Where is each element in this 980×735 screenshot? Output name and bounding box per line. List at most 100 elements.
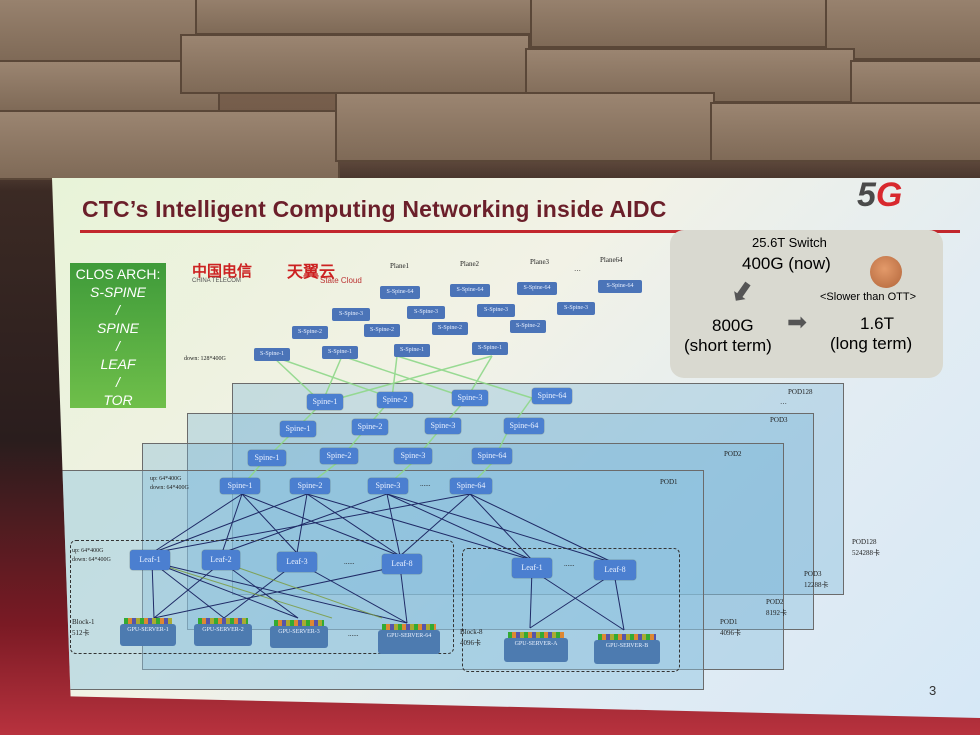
- clos-label: CLOS ARCH:: [75, 266, 161, 282]
- block-count: 4096卡: [460, 639, 481, 647]
- spine-node: Spine-3: [368, 478, 408, 494]
- 5g-logo-number: 5: [857, 178, 876, 214]
- switch-long-label: (long term): [830, 334, 913, 353]
- sspine-node: S-Spine-3: [477, 304, 515, 317]
- gpu-cards: [382, 624, 436, 630]
- clos-layer: /: [116, 338, 120, 354]
- gpu-cards: [274, 620, 324, 626]
- spine-node: Spine-3: [452, 390, 488, 406]
- gpu-server: GPU-SERVER-1: [120, 618, 176, 646]
- clos-layer: LEAF: [100, 356, 136, 372]
- gpu-server-label: GPU-SERVER-1: [127, 627, 169, 633]
- sspine-node: S-Spine-1: [472, 342, 508, 355]
- gpu-cards: [198, 618, 248, 624]
- pod-label: POD2: [766, 598, 784, 606]
- pod-count: 8192卡: [766, 609, 787, 617]
- clos-layer: /: [116, 302, 120, 318]
- leaf-ellipsis: ......: [564, 560, 575, 568]
- sspine-node: S-Spine-3: [332, 308, 370, 321]
- china-telecom-text: CHINA TELECOM: [192, 278, 241, 284]
- gpu-server-label: GPU-SERVER-A: [514, 641, 558, 647]
- sspine-node: S-Spine-64: [598, 280, 642, 293]
- pod-label: POD3: [770, 416, 788, 424]
- clos-layer: TOR: [103, 392, 133, 408]
- sspine-node: S-Spine-64: [517, 282, 557, 295]
- sspine-node: S-Spine-2: [292, 326, 328, 339]
- face-emoji-icon: [870, 256, 902, 288]
- pod-count: 4096卡: [720, 629, 741, 637]
- leaf-node: Leaf-1: [512, 558, 552, 578]
- plane-label: Plane64: [600, 256, 623, 264]
- pod-count: 12288卡: [804, 581, 829, 589]
- spine-node: Spine-64: [450, 478, 492, 494]
- block-1-frame: [70, 540, 454, 654]
- switch-now: 400G (now): [742, 254, 831, 273]
- gpu-server: GPU-SERVER-2: [194, 618, 252, 646]
- wall-background: [0, 0, 980, 190]
- leaf-ellipsis: ......: [344, 558, 355, 566]
- spine-node: Spine-64: [472, 448, 512, 464]
- sspine-ports: down: 128*400G: [184, 356, 226, 362]
- pod-dots: ···: [780, 400, 787, 408]
- arrow-right-icon: ➡: [787, 309, 808, 336]
- gpu-server-label: GPU-SERVER-B: [605, 643, 649, 649]
- gpu-server: GPU-SERVER-64: [378, 624, 440, 654]
- switch-title: 25.6T Switch: [752, 235, 827, 250]
- state-cloud-logo: 天翼云: [287, 264, 336, 281]
- spine-node: Spine-2: [320, 448, 358, 464]
- gpu-server: GPU-SERVER-B: [594, 634, 660, 664]
- switch-long: 1.6T: [860, 314, 895, 333]
- spine-node: Spine-1: [248, 450, 286, 466]
- leaf-node: Leaf-2: [202, 550, 240, 570]
- gpu-server-label: GPU-SERVER-64: [386, 633, 432, 639]
- clos-layer: /: [116, 374, 120, 390]
- 5g-logo-letter: G: [875, 178, 903, 214]
- clos-layer: S-SPINE: [89, 284, 146, 300]
- clos-arch-box: CLOS ARCH: S-SPINE / SPINE / LEAF / TOR: [70, 263, 166, 408]
- sspine-node: S-Spine-2: [364, 324, 400, 337]
- sspine-node: S-Spine-2: [510, 320, 546, 333]
- leaf-node: Leaf-3: [277, 552, 317, 572]
- pod-label: POD128: [852, 538, 877, 546]
- network-links: [151, 355, 625, 631]
- state-cloud-text: State Cloud: [320, 276, 362, 285]
- sspine-node: S-Spine-64: [380, 286, 420, 299]
- spine-node: Spine-2: [290, 478, 330, 494]
- switch-short-label: (short term): [684, 336, 772, 355]
- plane-label: Plane1: [390, 262, 410, 270]
- leaf-node: Leaf-1: [130, 550, 170, 570]
- gpu-server: GPU-SERVER-3: [270, 620, 328, 648]
- leaf-node: Leaf-8: [382, 554, 422, 574]
- sspine-node: S-Spine-64: [450, 284, 490, 297]
- spine-node: Spine-2: [377, 392, 413, 408]
- spine-node: Spine-1: [307, 394, 343, 410]
- spine-node: Spine-2: [352, 419, 388, 435]
- gpu-cards: [124, 618, 172, 624]
- block-count: 512卡: [72, 629, 90, 637]
- spine-node: Spine-1: [220, 478, 260, 494]
- spine-ellipsis: ......: [420, 480, 431, 488]
- block-label: Block-8: [460, 628, 483, 636]
- spine-node: Spine-64: [532, 388, 572, 404]
- spine-ports-up: up: 64*400G: [150, 476, 182, 482]
- clos-layer: SPINE: [96, 320, 139, 336]
- spine-node: Spine-3: [425, 418, 461, 434]
- plane-label: Plane3: [530, 258, 550, 266]
- leaf-node: Leaf-8: [594, 560, 636, 580]
- block-8-frame: [462, 548, 680, 672]
- gpu-cards: [508, 632, 564, 638]
- gpu-server-label: GPU-SERVER-2: [202, 627, 244, 633]
- spine-node: Spine-64: [504, 418, 544, 434]
- 5g-logo: 5G: [857, 178, 902, 215]
- spine-ports-down: down: 64*400G: [150, 485, 189, 491]
- switch-short: 800G: [712, 316, 754, 335]
- gpu-server-label: GPU-SERVER-3: [278, 629, 320, 635]
- pod-label: POD2: [724, 450, 742, 458]
- sspine-node: S-Spine-3: [407, 306, 445, 319]
- plane-label: Plane2: [460, 260, 480, 268]
- gpu-server: GPU-SERVER-A: [504, 632, 568, 662]
- sspine-node: S-Spine-1: [322, 346, 358, 359]
- switch-note: <Slower than OTT>: [820, 291, 916, 303]
- china-telecom-logo: 中国电信: [192, 263, 253, 280]
- server-ellipsis: ......: [348, 630, 359, 638]
